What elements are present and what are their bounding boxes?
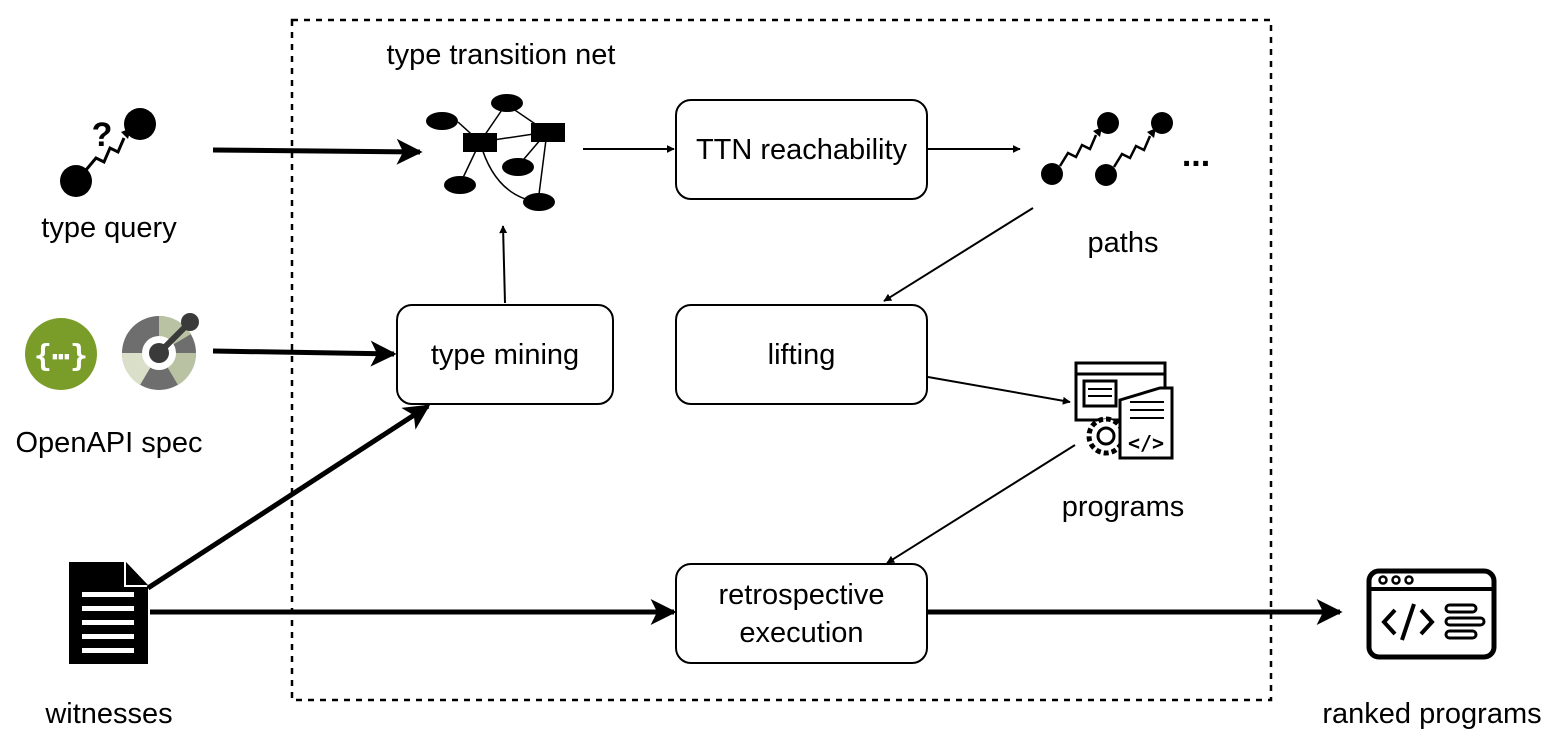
- arrow-lifting-to-programs: [927, 376, 1071, 405]
- retrospective-execution-box: retrospective execution: [675, 563, 928, 664]
- system-boundary: [290, 18, 1273, 702]
- type-query-icon: ?: [60, 108, 156, 197]
- programs-label: programs: [1061, 491, 1185, 523]
- ttn-reachability-box: TTN reachability: [675, 99, 928, 200]
- lifting-label: lifting: [767, 338, 836, 371]
- openapi-spec-label: OpenAPI spec: [15, 427, 203, 459]
- ttn-reachability-label: TTN reachability: [695, 133, 908, 166]
- openapi-logo-icon: [121, 313, 199, 390]
- witnesses-label: witnesses: [45, 698, 173, 730]
- svg-text:{⋯}: {⋯}: [34, 339, 88, 374]
- arrow-mining-to-net: [499, 225, 508, 304]
- paths-label: paths: [1087, 227, 1159, 259]
- arrow-spec-to-mining: [212, 340, 397, 367]
- type-transition-net-label: type transition net: [386, 39, 616, 71]
- arrow-query-to-net: [212, 138, 423, 165]
- arrow-witness-to-mining: [146, 403, 431, 591]
- retrospective-execution-line2: execution: [739, 616, 864, 649]
- svg-text:</>: </>: [1128, 431, 1164, 455]
- type-query-mark: ?: [92, 116, 113, 154]
- arrow-paths-to-lifting: [883, 207, 1034, 302]
- programs-icon: </>: [1074, 361, 1174, 460]
- type-mining-label: type mining: [430, 338, 580, 371]
- paths-ellipsis: ...: [1182, 136, 1210, 174]
- ranked-programs-label: ranked programs: [1322, 698, 1542, 730]
- swagger-logo-icon: {⋯}: [25, 318, 97, 390]
- thick-arrows: [146, 138, 1343, 625]
- witness-document-icon: [69, 562, 148, 664]
- ranked-programs-icon: [1366, 568, 1497, 660]
- thin-arrows: [499, 145, 1076, 564]
- type-mining-box: type mining: [396, 304, 614, 405]
- type-query-label: type query: [41, 212, 177, 244]
- paths-icon: ...: [1041, 112, 1210, 186]
- arrow-programs-to-retro: [886, 444, 1076, 564]
- lifting-box: lifting: [675, 304, 928, 405]
- retrospective-execution-line1: retrospective: [718, 578, 885, 611]
